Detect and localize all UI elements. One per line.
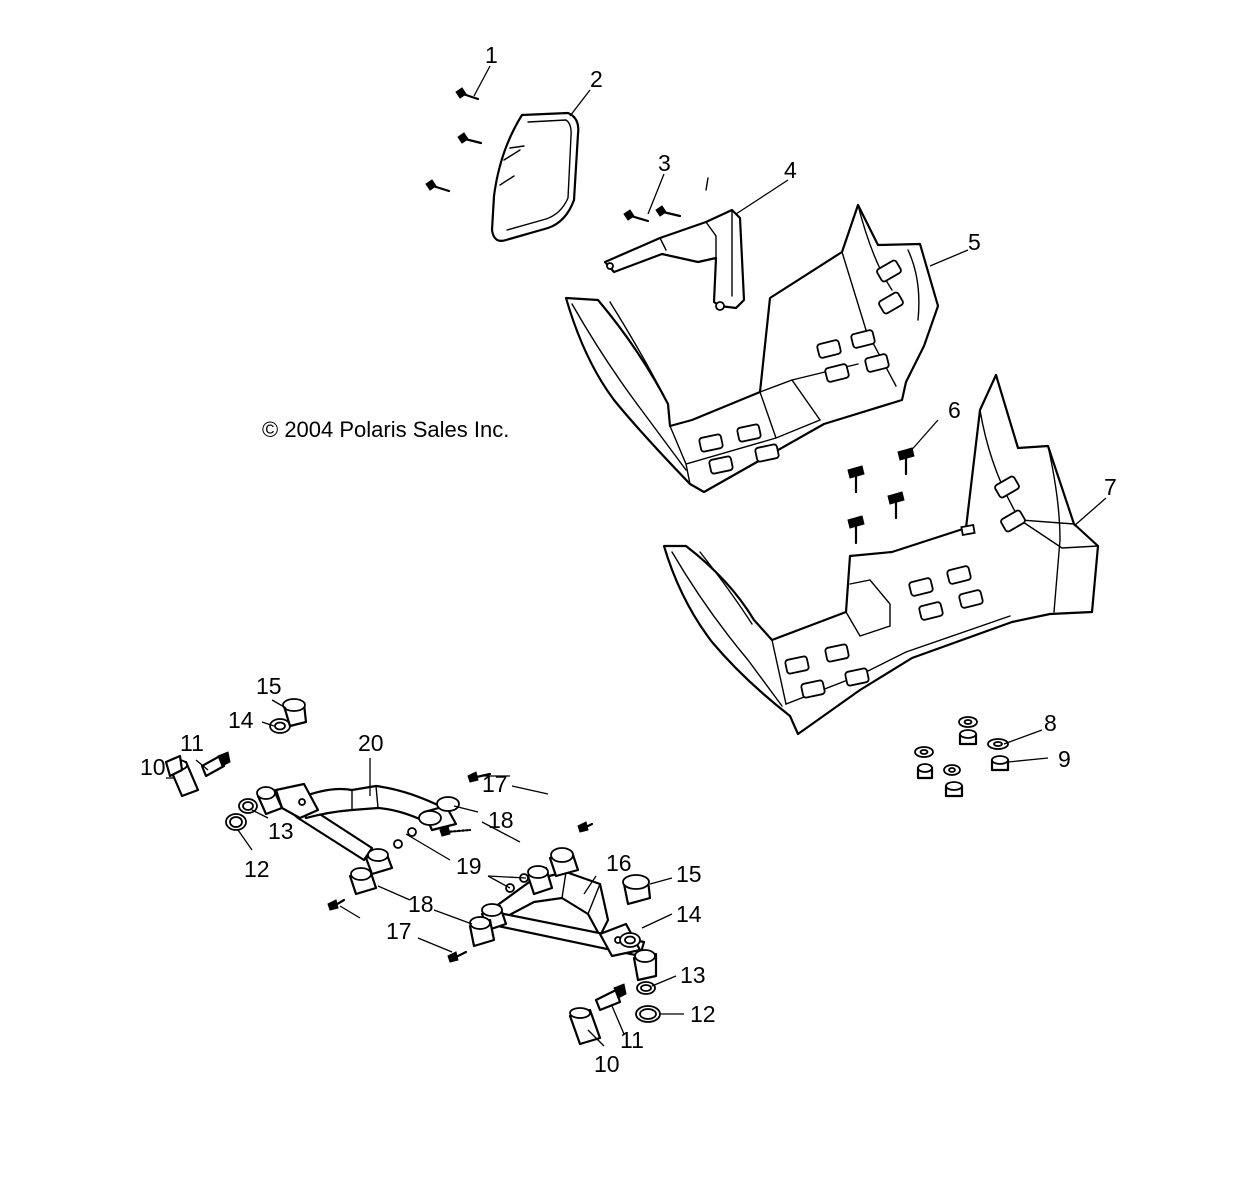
screw-1b <box>457 132 483 145</box>
callout-10-left: 10 <box>140 754 166 780</box>
callout-17-lower: 17 <box>386 918 412 944</box>
bolt-6c <box>887 491 905 520</box>
callout-7: 7 <box>1104 474 1117 500</box>
upper-pad-holes <box>698 259 904 475</box>
bolt-6a <box>847 465 865 494</box>
callout-3: 3 <box>658 150 671 176</box>
callout-8: 8 <box>1044 710 1057 736</box>
callout-12-right: 12 <box>690 1001 716 1027</box>
callout-14-right: 14 <box>676 901 702 927</box>
callout-11-right: 11 <box>620 1027 644 1053</box>
callout-10-right: 10 <box>594 1051 620 1077</box>
callout-4: 4 <box>784 157 797 183</box>
callout-5: 5 <box>968 229 981 255</box>
callout-2: 2 <box>590 66 603 92</box>
copyright-notice: © 2004 Polaris Sales Inc. <box>262 417 509 442</box>
footwell-lower <box>662 373 1100 736</box>
lower-arm-bushings <box>480 847 658 982</box>
callout-15-left: 15 <box>256 673 282 699</box>
a-arm-upper <box>266 782 446 862</box>
callout-19: 19 <box>456 853 482 879</box>
callout-6: 6 <box>948 397 961 423</box>
screw-1c <box>425 179 451 193</box>
callout-labels: 1 2 3 4 5 6 7 8 9 10 11 12 13 14 15 20 1… <box>140 42 1117 1077</box>
leader-lines <box>166 65 1107 1047</box>
callout-16: 16 <box>606 850 632 876</box>
right-pivot-parts <box>568 874 661 1046</box>
callout-15-right: 15 <box>676 861 702 887</box>
bolt-6b <box>897 447 915 476</box>
bolt-6d <box>847 515 865 545</box>
footrest-bracket <box>603 208 746 311</box>
callout-13-left: 13 <box>268 818 294 844</box>
mud-guard-panel <box>490 111 580 242</box>
footwell-bolts <box>847 447 915 545</box>
lower-pad-holes <box>784 475 1026 699</box>
bolt-3b <box>655 205 682 218</box>
upper-arm-bushings <box>256 786 460 876</box>
callout-12-left: 12 <box>244 856 270 882</box>
left-pivot-parts <box>164 698 308 831</box>
callout-18-lower: 18 <box>408 891 434 917</box>
callout-17-upper: 17 <box>482 771 508 797</box>
bolt-3a <box>623 209 650 223</box>
bracket-bolts <box>623 177 709 223</box>
callout-1: 1 <box>485 42 498 68</box>
callout-11-left: 11 <box>180 730 204 756</box>
callout-20: 20 <box>358 730 384 756</box>
pivot-bolts <box>327 771 594 963</box>
footwell-upper <box>564 203 940 494</box>
nuts-and-washers <box>914 716 1010 798</box>
screw-1a <box>455 87 480 101</box>
panel-screws <box>425 87 483 193</box>
callout-18-upper: 18 <box>488 807 514 833</box>
callout-13-right: 13 <box>680 962 706 988</box>
callout-9: 9 <box>1058 746 1071 772</box>
callout-14-left: 14 <box>228 707 254 733</box>
pivot-bushings <box>348 867 496 948</box>
